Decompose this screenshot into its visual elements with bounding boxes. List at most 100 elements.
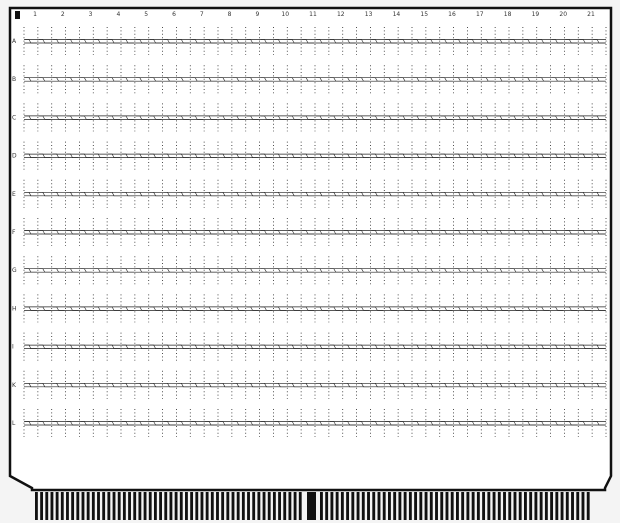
connector-finger: [148, 492, 152, 520]
connector-finger: [466, 492, 470, 520]
trace-segment: [440, 153, 453, 158]
trace-segment: [274, 344, 287, 349]
trace-segment: [551, 192, 564, 197]
trace-segment: [66, 153, 79, 158]
connector-finger: [325, 492, 329, 520]
trace-segment: [177, 306, 190, 311]
trace-segment: [149, 77, 162, 82]
trace-segment: [385, 383, 398, 388]
trace-segment: [205, 153, 217, 158]
trace-segment: [551, 115, 564, 120]
connector-finger: [231, 492, 235, 520]
trace-segment: [510, 77, 522, 82]
connector-finger: [393, 492, 397, 520]
trace-segment: [510, 383, 522, 388]
trace-segment: [25, 39, 37, 44]
row-label: D: [12, 153, 17, 160]
trace-segment: [302, 383, 314, 388]
trace-row: [23, 409, 607, 437]
trace-segment: [66, 230, 79, 235]
trace-segment: [565, 153, 578, 158]
connector-finger: [445, 492, 449, 520]
trace-segment: [205, 268, 217, 273]
trace-segment: [149, 344, 162, 349]
trace-segment: [316, 421, 328, 426]
column-label: 13: [365, 11, 373, 18]
trace-segment: [385, 344, 398, 349]
trace-segment: [482, 77, 495, 82]
trace-segment: [66, 421, 79, 426]
trace-segment: [108, 383, 120, 388]
trace-segment: [371, 77, 384, 82]
trace-segment: [371, 421, 384, 426]
trace-segment: [496, 268, 508, 273]
trace-segment: [205, 421, 217, 426]
trace-segment: [371, 153, 384, 158]
trace-segment: [440, 230, 453, 235]
connector-finger: [555, 492, 559, 520]
connector-finger: [221, 492, 225, 520]
trace-segment: [177, 268, 190, 273]
trace-segment: [316, 192, 328, 197]
trace-segment: [482, 421, 495, 426]
trace-segment: [135, 421, 148, 426]
trace-segment: [232, 421, 245, 426]
trace-segment: [454, 153, 467, 158]
trace-segment: [219, 344, 231, 349]
trace-segment: [399, 153, 411, 158]
connector-finger: [97, 492, 100, 520]
trace-segment: [177, 230, 190, 235]
trace-segment: [468, 306, 481, 311]
connector-finger: [159, 492, 162, 520]
trace-segment: [66, 77, 79, 82]
trace-segment: [482, 268, 495, 273]
trace-segment: [510, 115, 522, 120]
trace-segment: [191, 268, 204, 273]
trace-segment: [25, 77, 37, 82]
connector-finger: [216, 492, 219, 520]
trace-segment: [371, 39, 384, 44]
trace-segment: [122, 344, 134, 349]
trace-segment: [496, 115, 508, 120]
trace-segment: [343, 153, 356, 158]
connector-finger: [361, 492, 365, 520]
trace-segment: [191, 306, 204, 311]
trace-segment: [468, 192, 481, 197]
trace-segment: [399, 39, 411, 44]
trace-segment: [468, 153, 481, 158]
connector-finger: [497, 492, 501, 520]
trace-segment: [288, 268, 301, 273]
trace-segment: [38, 421, 51, 426]
trace-segment: [551, 268, 564, 273]
trace-segment: [593, 306, 605, 311]
trace-segment: [454, 306, 467, 311]
trace-segment: [579, 153, 592, 158]
trace-segment: [510, 268, 522, 273]
trace-segment: [302, 39, 314, 44]
trace-segment: [219, 421, 231, 426]
trace-segment: [80, 306, 93, 311]
trace-segment: [94, 268, 107, 273]
trace-segment: [357, 306, 370, 311]
trace-segment: [108, 77, 120, 82]
trace-segment: [468, 230, 481, 235]
trace-segment: [496, 383, 508, 388]
trace-segment: [219, 77, 231, 82]
trace-segment: [94, 230, 107, 235]
trace-segment: [288, 192, 301, 197]
trace-segment: [246, 77, 259, 82]
trace-segment: [371, 344, 384, 349]
trace-segment: [66, 192, 79, 197]
trace-segment: [523, 383, 536, 388]
trace-segment: [163, 421, 176, 426]
connector-finger: [435, 492, 438, 520]
trace-segment: [149, 230, 162, 235]
trace-row: [23, 27, 607, 55]
trace-segment: [399, 383, 411, 388]
trace-segment: [440, 344, 453, 349]
trace-segment: [94, 153, 107, 158]
trace-segment: [274, 115, 287, 120]
connector-finger: [471, 492, 475, 520]
connector-finger: [571, 492, 574, 520]
corner-marker: [15, 11, 20, 19]
